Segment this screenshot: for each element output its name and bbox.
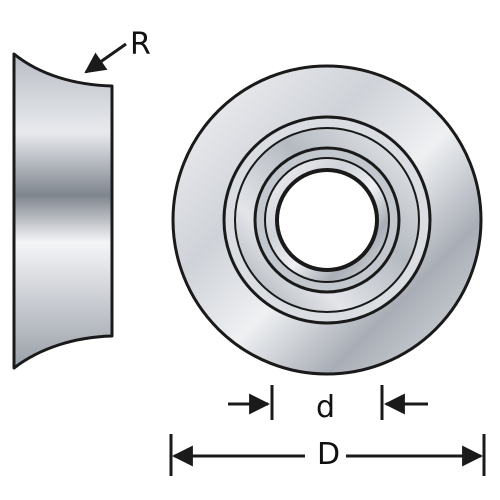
inner-diameter-dimension	[228, 385, 428, 420]
inner-diameter-label: d	[316, 390, 336, 425]
bore-hole	[275, 168, 379, 272]
outer-diameter-label: D	[317, 437, 341, 472]
radius-label: R	[130, 27, 151, 62]
radius-leader-arrow	[84, 42, 127, 74]
side-profile-view	[12, 52, 114, 370]
outer-diameter-dimension	[169, 434, 486, 476]
side-profile-body	[12, 52, 114, 370]
front-view-bearing	[171, 64, 483, 376]
